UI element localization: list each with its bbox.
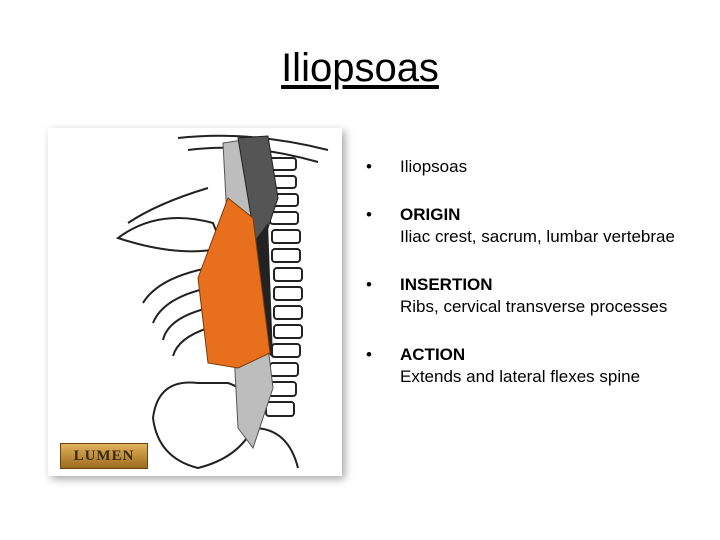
bullet-list: Iliopsoas ORIGIN Iliac crest, sacrum, lu… xyxy=(366,156,696,414)
bullet-item: ORIGIN Iliac crest, sacrum, lumbar verte… xyxy=(366,204,696,248)
bullet-body: Extends and lateral flexes spine xyxy=(400,367,641,386)
bullet-heading: ACTION xyxy=(400,345,466,364)
muscle-orange xyxy=(197,197,271,369)
bullet-body: Iliac crest, sacrum, lumbar vertebrae xyxy=(400,227,675,246)
bullet-body: Ribs, cervical transverse processes xyxy=(400,297,668,316)
slide-title: Iliopsoas xyxy=(281,46,439,90)
spine-muscle-illustration xyxy=(115,134,329,470)
bullet-item: Iliopsoas xyxy=(366,156,696,178)
bullet-item: ACTION Extends and lateral flexes spine xyxy=(366,344,696,388)
bullet-heading: ORIGIN xyxy=(400,205,461,224)
lumen-logo: LUMEN xyxy=(60,443,148,469)
anatomy-figure xyxy=(48,128,342,476)
bullet-heading: INSERTION xyxy=(400,275,493,294)
bullet-item: INSERTION Ribs, cervical transverse proc… xyxy=(366,274,696,318)
bullet-heading: Iliopsoas xyxy=(400,157,468,176)
